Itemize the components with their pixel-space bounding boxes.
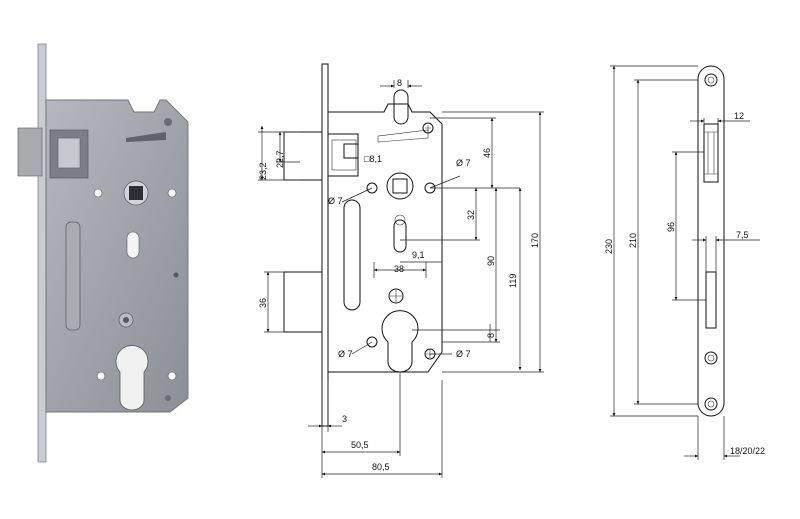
- dim-square-8-1: □8,1: [364, 154, 382, 164]
- dim-36: 36: [258, 298, 268, 308]
- dim-210: 210: [628, 233, 638, 248]
- front-cylinder-hole: [381, 310, 419, 373]
- front-lock-body: [328, 103, 443, 373]
- faceplate-bolt-opening: [705, 271, 717, 329]
- front-guide-slot: [343, 199, 361, 311]
- dim-9-1: 9,1: [412, 250, 425, 260]
- faceplate-screw-mid: [704, 351, 718, 365]
- photo-cylinder-hole: [115, 345, 149, 411]
- photo-guide-slot: [65, 221, 81, 331]
- dim-32: 32: [466, 210, 476, 220]
- faceplate-screw-bottom: [704, 397, 718, 411]
- dim-38: 38: [394, 264, 404, 274]
- photo-hole-left: [93, 188, 103, 198]
- faceplate-screw-top: [704, 73, 718, 87]
- faceplate-latch-opening: [703, 123, 719, 183]
- dim-90: 90: [486, 256, 496, 266]
- dim-8-low: 8: [486, 333, 496, 338]
- faceplate-view-drawing: 230 210 96 12 7,5 18/20/22: [604, 65, 765, 460]
- photo-faceplate: [37, 43, 47, 463]
- photo-latch-bolt: [17, 127, 43, 177]
- front-faceplate: [321, 63, 329, 427]
- dim-8-top: 8: [397, 78, 402, 88]
- photo-hole-right: [167, 188, 177, 198]
- faceplate-outline: [697, 65, 725, 417]
- dim-230: 230: [604, 239, 614, 254]
- photo-screw-top: [164, 118, 172, 126]
- dim-80-5: 80,5: [372, 462, 390, 472]
- lock-photo: [17, 43, 189, 463]
- dim-46: 46: [482, 148, 492, 158]
- dim-phi7-bottom-right: Ø 7: [456, 349, 471, 359]
- dim-phi7-top-right: Ø 7: [456, 158, 471, 168]
- dim-phi7-left: Ø 7: [328, 196, 343, 206]
- front-view-drawing: 8 23,2 22,7 □8,1 Ø 7 Ø 7 46 32 9,1 38 90…: [258, 63, 544, 478]
- photo-follower-hole: [129, 186, 143, 200]
- dim-96: 96: [666, 222, 676, 232]
- front-follower: [386, 172, 414, 200]
- dim-18-20-22: 18/20/22: [730, 446, 765, 456]
- dim-12: 12: [734, 111, 744, 121]
- dim-3: 3: [342, 414, 347, 424]
- dim-50-5: 50,5: [351, 440, 369, 450]
- photo-spring: [126, 132, 166, 142]
- dim-170: 170: [530, 233, 540, 248]
- dim-22-7: 22,7: [275, 150, 285, 168]
- dim-23-2: 23,2: [258, 162, 268, 180]
- front-latch-bolt: [283, 131, 323, 181]
- dim-119: 119: [508, 274, 518, 288]
- photo-aux-slot: [126, 231, 140, 259]
- front-deadbolt: [283, 271, 323, 333]
- dim-phi7-bottom-left: Ø 7: [338, 349, 353, 359]
- dim-7-5: 7,5: [736, 230, 749, 240]
